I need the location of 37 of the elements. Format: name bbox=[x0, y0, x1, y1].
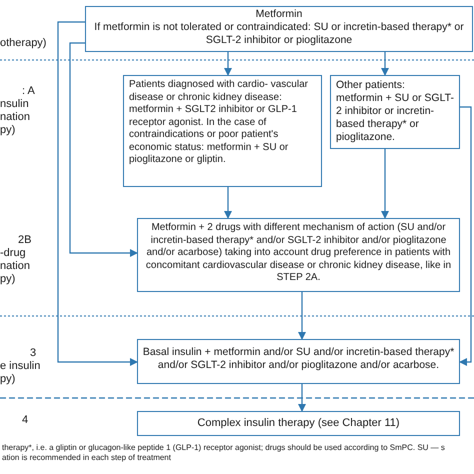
arrow bbox=[224, 187, 232, 219]
box-text: Patients diagnosed with cardio- vascular disease or chronic kidney disease: metformin + SGLT2 inhibitor or GLP-1 receptor agonist. In the case of contraindications or poor patient's economic status: metformin + SU or pioglitazone or gliptin. bbox=[129, 79, 309, 166]
step-label: py) bbox=[0, 273, 16, 286]
process-box bbox=[137, 218, 460, 292]
step-label: nation bbox=[0, 111, 30, 124]
process-box bbox=[330, 75, 460, 149]
step-label: nsulin bbox=[0, 98, 29, 111]
step-label: 4 bbox=[22, 414, 28, 427]
arrow bbox=[224, 52, 232, 76]
box-text: Other patients: metformin + SU or SGLT-2 inhibitor or incretin-based therapy* or pioglitazone. bbox=[336, 79, 454, 144]
arrow bbox=[298, 292, 306, 340]
arrow bbox=[459, 106, 472, 366]
step-label: nation bbox=[0, 260, 30, 273]
arrow bbox=[69, 42, 138, 257]
step-label: e insulin bbox=[0, 360, 40, 373]
step-label: : A bbox=[22, 85, 35, 98]
footnote: ation is recommended in each step of treatment bbox=[2, 453, 172, 463]
box-text: Complex insulin therapy (see Chapter 11) bbox=[196, 417, 401, 430]
process-box bbox=[137, 339, 460, 384]
arrow bbox=[57, 21, 138, 366]
arrow bbox=[381, 52, 389, 76]
box-text: Metformin + 2 drugs with different mechanism of action (SU and/or incretin-based therapy* and/or SGLT-2 inhibitor and/or pioglitazone and/or acarbose) taking into account drug preference in patients with concomitant cardiovascular disease or chronic kidney disease, like in STEP 2A. bbox=[144, 222, 452, 284]
step-label: -drug bbox=[0, 247, 26, 260]
step-label: otherapy) bbox=[0, 37, 46, 50]
step-label: py) bbox=[0, 124, 16, 137]
box-text: Basal insulin + metformin and/or SU and/or incretin-based therapy* and/or SGLT-2 inhibitor and/or pioglitazone and/or acarbose. bbox=[142, 346, 455, 372]
process-box bbox=[85, 6, 473, 52]
footnote: therapy*, i.e. a gliptin or glucagon-like peptide 1 (GLP-1) receptor agonist; drugs should be used according to SmPC. SU — s bbox=[2, 443, 446, 453]
step-label: 2B bbox=[18, 234, 32, 247]
step-label: py) bbox=[0, 373, 16, 386]
box-heading: Metformin bbox=[254, 8, 304, 21]
arrow bbox=[298, 384, 306, 412]
step-label: 3 bbox=[30, 347, 36, 360]
box-text: If metformin is not tolerated or contraindicated: SU or incretin-based therapy* or SGLT-2 inhibitor or pioglitazone bbox=[93, 21, 465, 47]
process-box bbox=[137, 411, 460, 436]
arrow bbox=[381, 149, 389, 219]
process-box bbox=[123, 75, 322, 187]
